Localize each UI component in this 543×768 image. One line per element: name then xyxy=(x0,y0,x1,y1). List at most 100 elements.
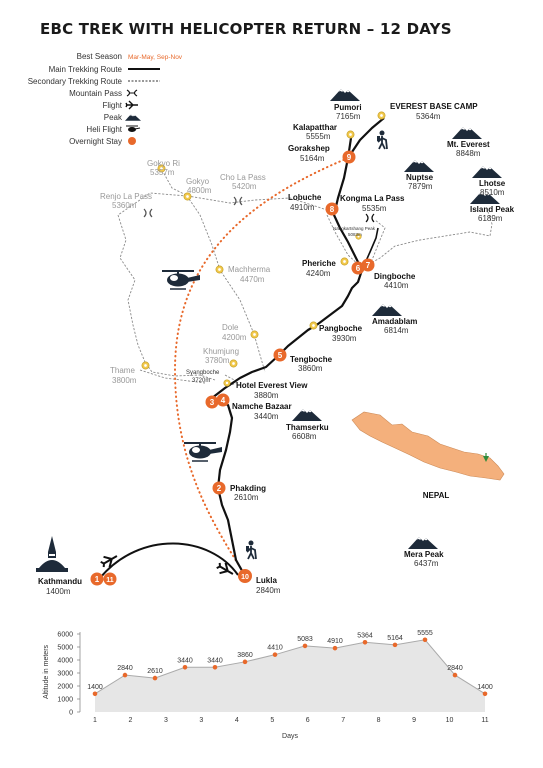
peak-icon xyxy=(472,166,502,178)
nepal-inset-map: NEPAL xyxy=(351,411,505,500)
alt-kalapatthar: 5555m xyxy=(306,132,331,141)
airplane-icon xyxy=(100,555,118,568)
stupa-icon xyxy=(36,536,68,572)
mountain-pass-icon xyxy=(365,213,375,223)
label-mera-peak: Mera Peak xyxy=(404,550,444,559)
data-label: 5555 xyxy=(417,630,433,637)
alt-lukla: 2840m xyxy=(256,586,281,595)
main-route xyxy=(210,117,385,577)
y-tick-label: 4000 xyxy=(57,658,73,665)
overnight-stay-icon xyxy=(238,569,252,583)
alt-mera-peak: 6437m xyxy=(414,559,439,568)
alt-pheriche: 4240m xyxy=(306,269,331,278)
alt-island-peak: 6189m xyxy=(478,214,503,223)
waypoint-pheriche xyxy=(340,257,349,266)
data-label: 4410 xyxy=(267,645,283,652)
data-point xyxy=(212,664,218,670)
label-khumjung: Khumjung xyxy=(203,347,239,356)
nepal-label: NEPAL xyxy=(423,491,450,500)
label-machherma: Machherma xyxy=(228,265,271,274)
waypoint-kalapatthar xyxy=(346,130,355,139)
overnight-stay-icon xyxy=(212,481,226,495)
helicopter-icon xyxy=(184,442,222,462)
y-tick-label: 2000 xyxy=(57,684,73,691)
data-label: 5083 xyxy=(297,636,313,643)
stay-number: 8 xyxy=(330,205,335,214)
label-tengboche: Tengboche xyxy=(290,355,333,364)
legend-peak: Peak xyxy=(104,113,123,122)
label-thamserku: Thamserku xyxy=(286,423,329,432)
label-lobuche: Lobuche xyxy=(288,193,322,202)
page-title: EBC TREK WITH HELICOPTER RETURN – 12 DAY… xyxy=(40,20,452,38)
label-kalapatthar: Kalapatthar xyxy=(293,123,337,132)
label-gokyo-ri: Gokyo Ri xyxy=(147,159,180,168)
waypoint-machherma xyxy=(215,265,224,274)
data-point xyxy=(302,643,308,649)
overnight-stay-markers: 9 8 6 7 5 3 4 2 10 1 11 xyxy=(90,150,375,586)
y-tick-label: 6000 xyxy=(57,632,73,639)
stay-number: 1 xyxy=(95,575,100,584)
label-kathmandu: Kathmandu xyxy=(38,577,82,586)
alt-pumori: 7165m xyxy=(336,112,361,121)
x-tick-label: 2 xyxy=(129,717,133,724)
alt-dole: 4200m xyxy=(222,333,247,342)
overnight-stay-icon xyxy=(325,202,339,216)
x-axis-label: Days xyxy=(282,733,298,740)
stay-number: 3 xyxy=(210,398,215,407)
x-tick-label: 11 xyxy=(481,717,488,724)
data-label: 4910 xyxy=(327,638,343,645)
peak-icon xyxy=(292,409,322,421)
alt-lhotse: 8510m xyxy=(480,188,505,197)
alt-phakding: 2610m xyxy=(234,493,259,502)
alt-thamserku: 6608m xyxy=(292,432,317,441)
alt-kathmandu: 1400m xyxy=(46,587,71,596)
alt-nuptse: 7879m xyxy=(408,182,433,191)
legend-best-season-value: Mar-May, Sep-Nov xyxy=(128,54,183,61)
mountain-pass-icon xyxy=(126,89,138,97)
legend-flight: Flight xyxy=(102,101,122,110)
legend-secondary-route: Secondary Trekking Route xyxy=(28,77,123,86)
x-tick-label: 5 xyxy=(270,717,274,724)
data-point xyxy=(332,645,338,651)
x-tick-label: 4 xyxy=(235,717,239,724)
y-tick-label: 0 xyxy=(69,710,73,717)
legend-heli-flight: Heli Flight xyxy=(86,125,122,134)
stay-number: 11 xyxy=(106,577,114,584)
peak-icon xyxy=(452,127,482,139)
data-label: 2610 xyxy=(147,668,163,675)
peak-icon xyxy=(125,114,141,121)
data-point xyxy=(362,639,368,645)
label-pumori: Pumori xyxy=(334,103,362,112)
label-renjo-la-pass: Renjo La Pass xyxy=(100,192,152,201)
data-label: 3440 xyxy=(207,657,223,664)
alt-pangboche: 3930m xyxy=(332,334,357,343)
helicopter-icon xyxy=(126,125,141,132)
data-point xyxy=(422,637,428,643)
alt-amadablam: 6814m xyxy=(384,326,409,335)
y-axis-label: Altitude in meters xyxy=(43,644,50,699)
label-dingboche: Dingboche xyxy=(374,272,416,281)
waypoint-thame xyxy=(141,361,150,370)
airplane-icon xyxy=(125,100,138,110)
label-ebc: EVEREST BASE CAMP xyxy=(390,102,478,111)
alt-nangkartshang-peak: 5083m xyxy=(348,232,362,237)
data-label: 3860 xyxy=(237,652,253,659)
label-phakding: Phakding xyxy=(230,484,266,493)
label-nangkartshang-peak: Nangkartshang Peak xyxy=(333,226,376,231)
label-hotel-everest-view: Hotel Everest View xyxy=(236,381,308,390)
overnight-stay-icon xyxy=(216,393,230,407)
label-nuptse: Nuptse xyxy=(406,173,434,182)
alt-gorakshep: 5164m xyxy=(300,154,325,163)
peak-icon xyxy=(372,304,402,316)
alt-kongma-la-pass: 5535m xyxy=(362,204,387,213)
y-tick-label: 3000 xyxy=(57,671,73,678)
waypoint-khumjung xyxy=(229,359,238,368)
data-point xyxy=(182,664,188,670)
alt-gokyo-ri: 5357m xyxy=(150,168,175,177)
data-label: 3440 xyxy=(177,657,193,664)
label-cho-la-pass: Cho La Pass xyxy=(220,173,266,182)
altitude-line xyxy=(94,639,486,695)
data-label: 5364 xyxy=(357,632,373,639)
alt-khumjung: 3780m xyxy=(205,356,230,365)
legend: Best Season Mar-May, Sep-Nov Main Trekki… xyxy=(28,52,183,146)
